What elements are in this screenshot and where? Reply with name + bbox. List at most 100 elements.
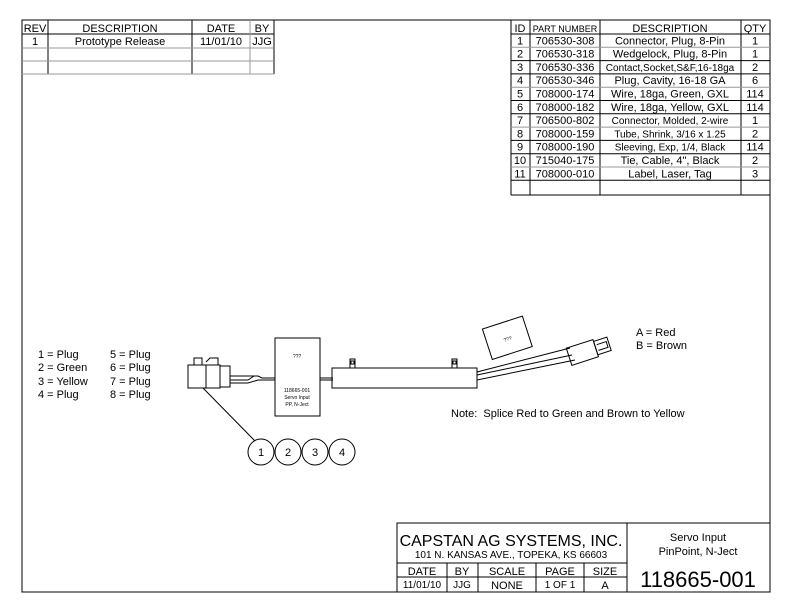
label-tag-right: ??? [481,315,533,361]
bom-part-number: 706530-336 [536,62,595,74]
bom-id: 9 [517,142,523,154]
bom-part-number: 706530-318 [536,49,595,61]
rev-header: REV [24,23,47,35]
balloons: 1 2 3 4 [247,438,356,466]
drawing-part-number: 118665-001 [640,567,756,592]
page-value: 1 OF 1 [545,580,576,591]
by-label: BY [455,566,470,578]
bom-part-number: 708000-190 [536,142,595,154]
scale-label: SCALE [489,566,525,578]
splice-note: Note: Splice Red to Green and Brown to Y… [451,408,685,420]
bom-description: Label, Laser, Tag [628,168,712,180]
bom-part-number: 706530-346 [536,75,595,87]
balloon-circle [328,438,356,466]
bom-id: 6 [517,102,523,114]
balloon-label: 1 [258,447,264,459]
size-value: A [601,580,609,592]
label-placeholder-right: ??? [503,335,513,343]
balloon-label: 4 [339,447,345,459]
bom-id: 8 [517,128,523,140]
harness-drawing: ??? 118665-001 Servo Input PP, N-Ject ??… [187,315,612,466]
bom-description: Contact,Socket,S&F,16-18ga [606,63,735,74]
balloon-circle [274,438,302,466]
bom-description: Sleeving, Exp, 1/4, Black [615,143,727,154]
bom-description: Connector, Plug, 8-Pin [615,35,725,47]
drawing-title-1: Servo Input [670,532,726,544]
rev-date: 11/01/10 [200,36,242,48]
pin-2: 2 = Green [38,362,87,374]
rev-desc-header: DESCRIPTION [82,23,157,35]
bom-id: 10 [514,155,526,167]
bom-id: 5 [517,89,523,101]
balloon-label: 2 [285,447,291,459]
drawing-title-2: PinPoint, N-Ject [659,546,738,558]
wires-right [476,347,576,381]
bom-qty: 2 [752,155,758,167]
bom-qty: 2 [752,62,758,74]
bom-part-number: 708000-174 [536,89,595,101]
cable-ties [349,358,458,368]
label-line-1: 118665-001 [284,388,311,394]
plug-connector-8pin [187,357,231,389]
rev-by: JJG [252,36,272,48]
label-placeholder: ??? [293,354,302,360]
bom-part-number: 706500-802 [536,115,595,127]
size-label: SIZE [593,566,617,578]
company-name: CAPSTAN AG SYSTEMS, INC. [400,533,623,550]
bom-part-number: 706530-308 [536,35,595,47]
bom-description: Tube, Shrink, 3/16 x 1.25 [614,129,726,140]
bom-description: Tie, Cable, 4", Black [621,155,720,167]
bom-part-number: 708000-010 [536,168,595,180]
leader-line [202,387,256,442]
bom-qty: 2 [752,128,758,140]
pin-6: 6 = Plug [110,362,151,374]
pin-7: 7 = Plug [110,376,151,388]
bom-part-number: 708000-159 [536,128,595,140]
balloon-label: 3 [312,447,318,459]
pinout-legend: 1 = Plug 2 = Green 3 = Yellow 4 = Plug 5… [38,349,151,401]
bom-description: Plug, Cavity, 16-18 GA [614,75,726,87]
balloon-circle [247,438,275,466]
label-tag [274,337,321,417]
rev-by-header: BY [255,23,270,35]
bom-description: Wire, 18ga, Green, GXL [611,89,729,101]
label-line-2: Servo Input [284,395,310,401]
bom-qty: 1 [752,115,758,127]
date-label: DATE [408,566,437,578]
bom-description: Wire, 18ga, Yellow, GXL [611,102,729,114]
molded-connector-2wire [565,336,612,366]
pin-5: 5 = Plug [110,349,151,361]
bom-part-number: 708000-182 [536,102,595,114]
bom-qty: 114 [746,142,764,154]
bom-id: 4 [517,75,523,87]
bom-description: Connector, Molded, 2-wire [612,116,729,127]
bom-qty: 3 [752,168,758,180]
date-value: 11/01/10 [403,580,442,591]
pin-3: 3 = Yellow [38,376,88,388]
bom-qty: 114 [746,89,764,101]
bom-id: 3 [517,62,523,74]
bom-id: 1 [517,35,523,47]
bom-id: 2 [517,49,523,61]
bom-qty: 6 [752,75,758,87]
by-value: JJG [453,580,471,591]
bom-id: 7 [517,115,523,127]
pin-1: 1 = Plug [38,349,79,361]
wire-color-a: A = Red [636,327,675,339]
scale-value: NONE [491,580,523,592]
bom-id-header: ID [515,23,526,35]
wire-color-b: B = Brown [636,340,687,352]
bom-qty-header: QTY [744,23,767,35]
bom-qty: 114 [746,102,764,114]
bom-qty: 1 [752,35,758,47]
bom-id: 11 [514,168,525,180]
sleeving [331,367,478,389]
sheet-frame [21,19,771,593]
pin-8: 8 = Plug [110,389,151,401]
page-label: PAGE [545,566,575,578]
bom-part-header: PART NUMBER [533,24,598,34]
bom-description: Wedgelock, Plug, 8-Pin [613,49,727,61]
rev-description: Prototype Release [75,36,166,48]
